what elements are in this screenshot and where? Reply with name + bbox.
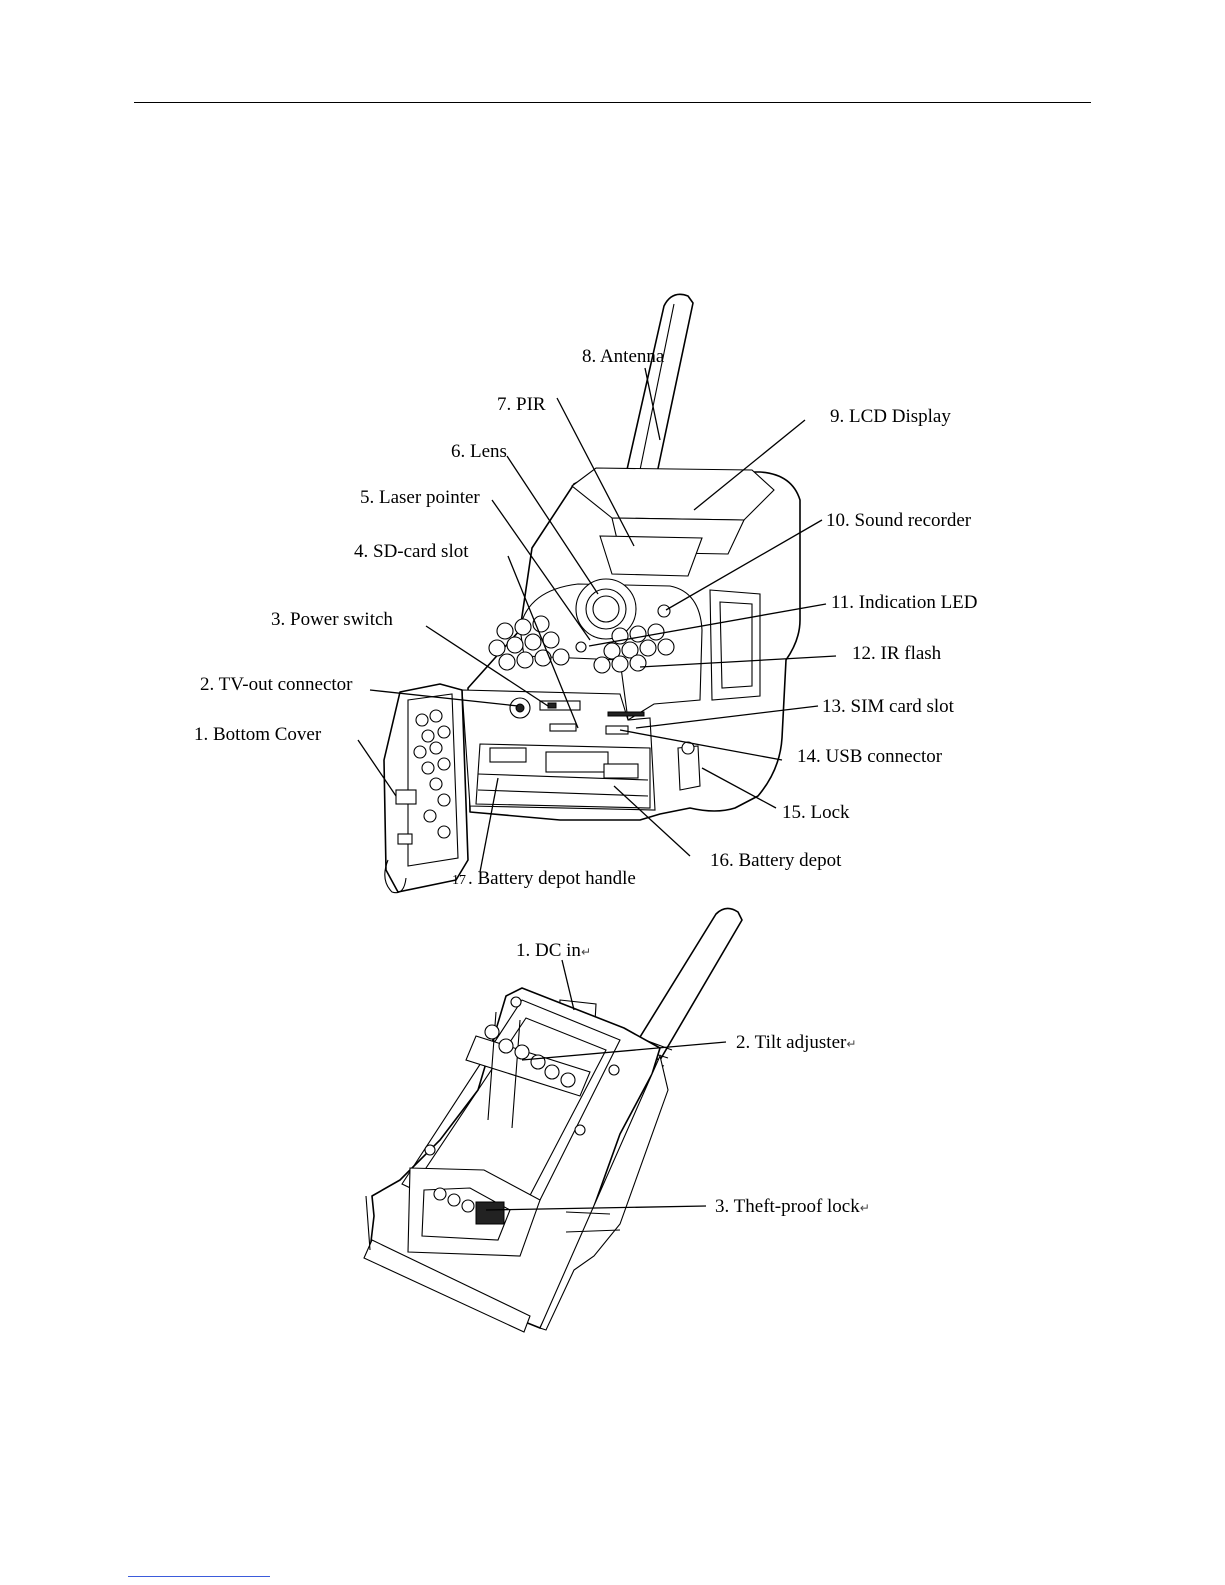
back-view-labels: 1. DC in↵ 2. Tilt adjuster↵ 3. Theft-pro…: [516, 940, 870, 1217]
label-lock: 15. Lock: [782, 802, 850, 823]
label-sound-recorder: 10. Sound recorder: [826, 510, 972, 531]
interior-panel-drawing: [461, 689, 701, 811]
label-bottom-cover: 1. Bottom Cover: [194, 724, 322, 745]
label-battery-depot-handle-number: 17: [452, 873, 466, 888]
label-battery-depot: 16. Battery depot: [710, 850, 842, 871]
label-battery-depot-handle: . Battery depot handle: [468, 868, 636, 889]
label-tilt-adjuster: 2. Tilt adjuster↵: [736, 1032, 856, 1053]
label-indication-led: 11. Indication LED: [831, 592, 978, 613]
footer-link-underline: [128, 1576, 270, 1577]
label-lcd-display: 9. LCD Display: [830, 406, 951, 427]
header-rule: [134, 102, 1091, 103]
label-sd-card-slot: 4. SD-card slot: [354, 541, 469, 562]
label-usb-connector: 14. USB connector: [797, 746, 943, 767]
ir-flash-leds-left: [488, 615, 570, 671]
label-antenna: 8. Antenna: [582, 346, 665, 367]
antenna-drawing: [625, 293, 694, 479]
bottom-cover-drawing: [383, 683, 469, 894]
top-view-labels: 8. Antenna 7. PIR 9. LCD Display 6. Lens…: [194, 346, 978, 889]
top-view-leader-lines: [357, 367, 837, 873]
back-view-leader-lines: [485, 959, 727, 1211]
camera-front-illustration: [383, 293, 801, 894]
label-theft-proof-lock: 3. Theft-proof lock↵: [715, 1196, 870, 1217]
ir-flash-leds-right: [593, 623, 675, 674]
label-power-switch: 3. Power switch: [271, 609, 393, 630]
label-sim-card-slot: 13. SIM card slot: [822, 696, 955, 717]
label-laser-pointer: 5. Laser pointer: [360, 487, 480, 508]
label-dc-in: 1. DC in↵: [516, 940, 591, 961]
camera-back-illustration: [363, 907, 743, 1333]
label-pir: 7. PIR: [497, 394, 546, 415]
label-ir-flash: 12. IR flash: [852, 643, 942, 664]
label-tv-out-connector: 2. TV-out connector: [200, 674, 353, 695]
label-lens: 6. Lens: [451, 441, 507, 462]
